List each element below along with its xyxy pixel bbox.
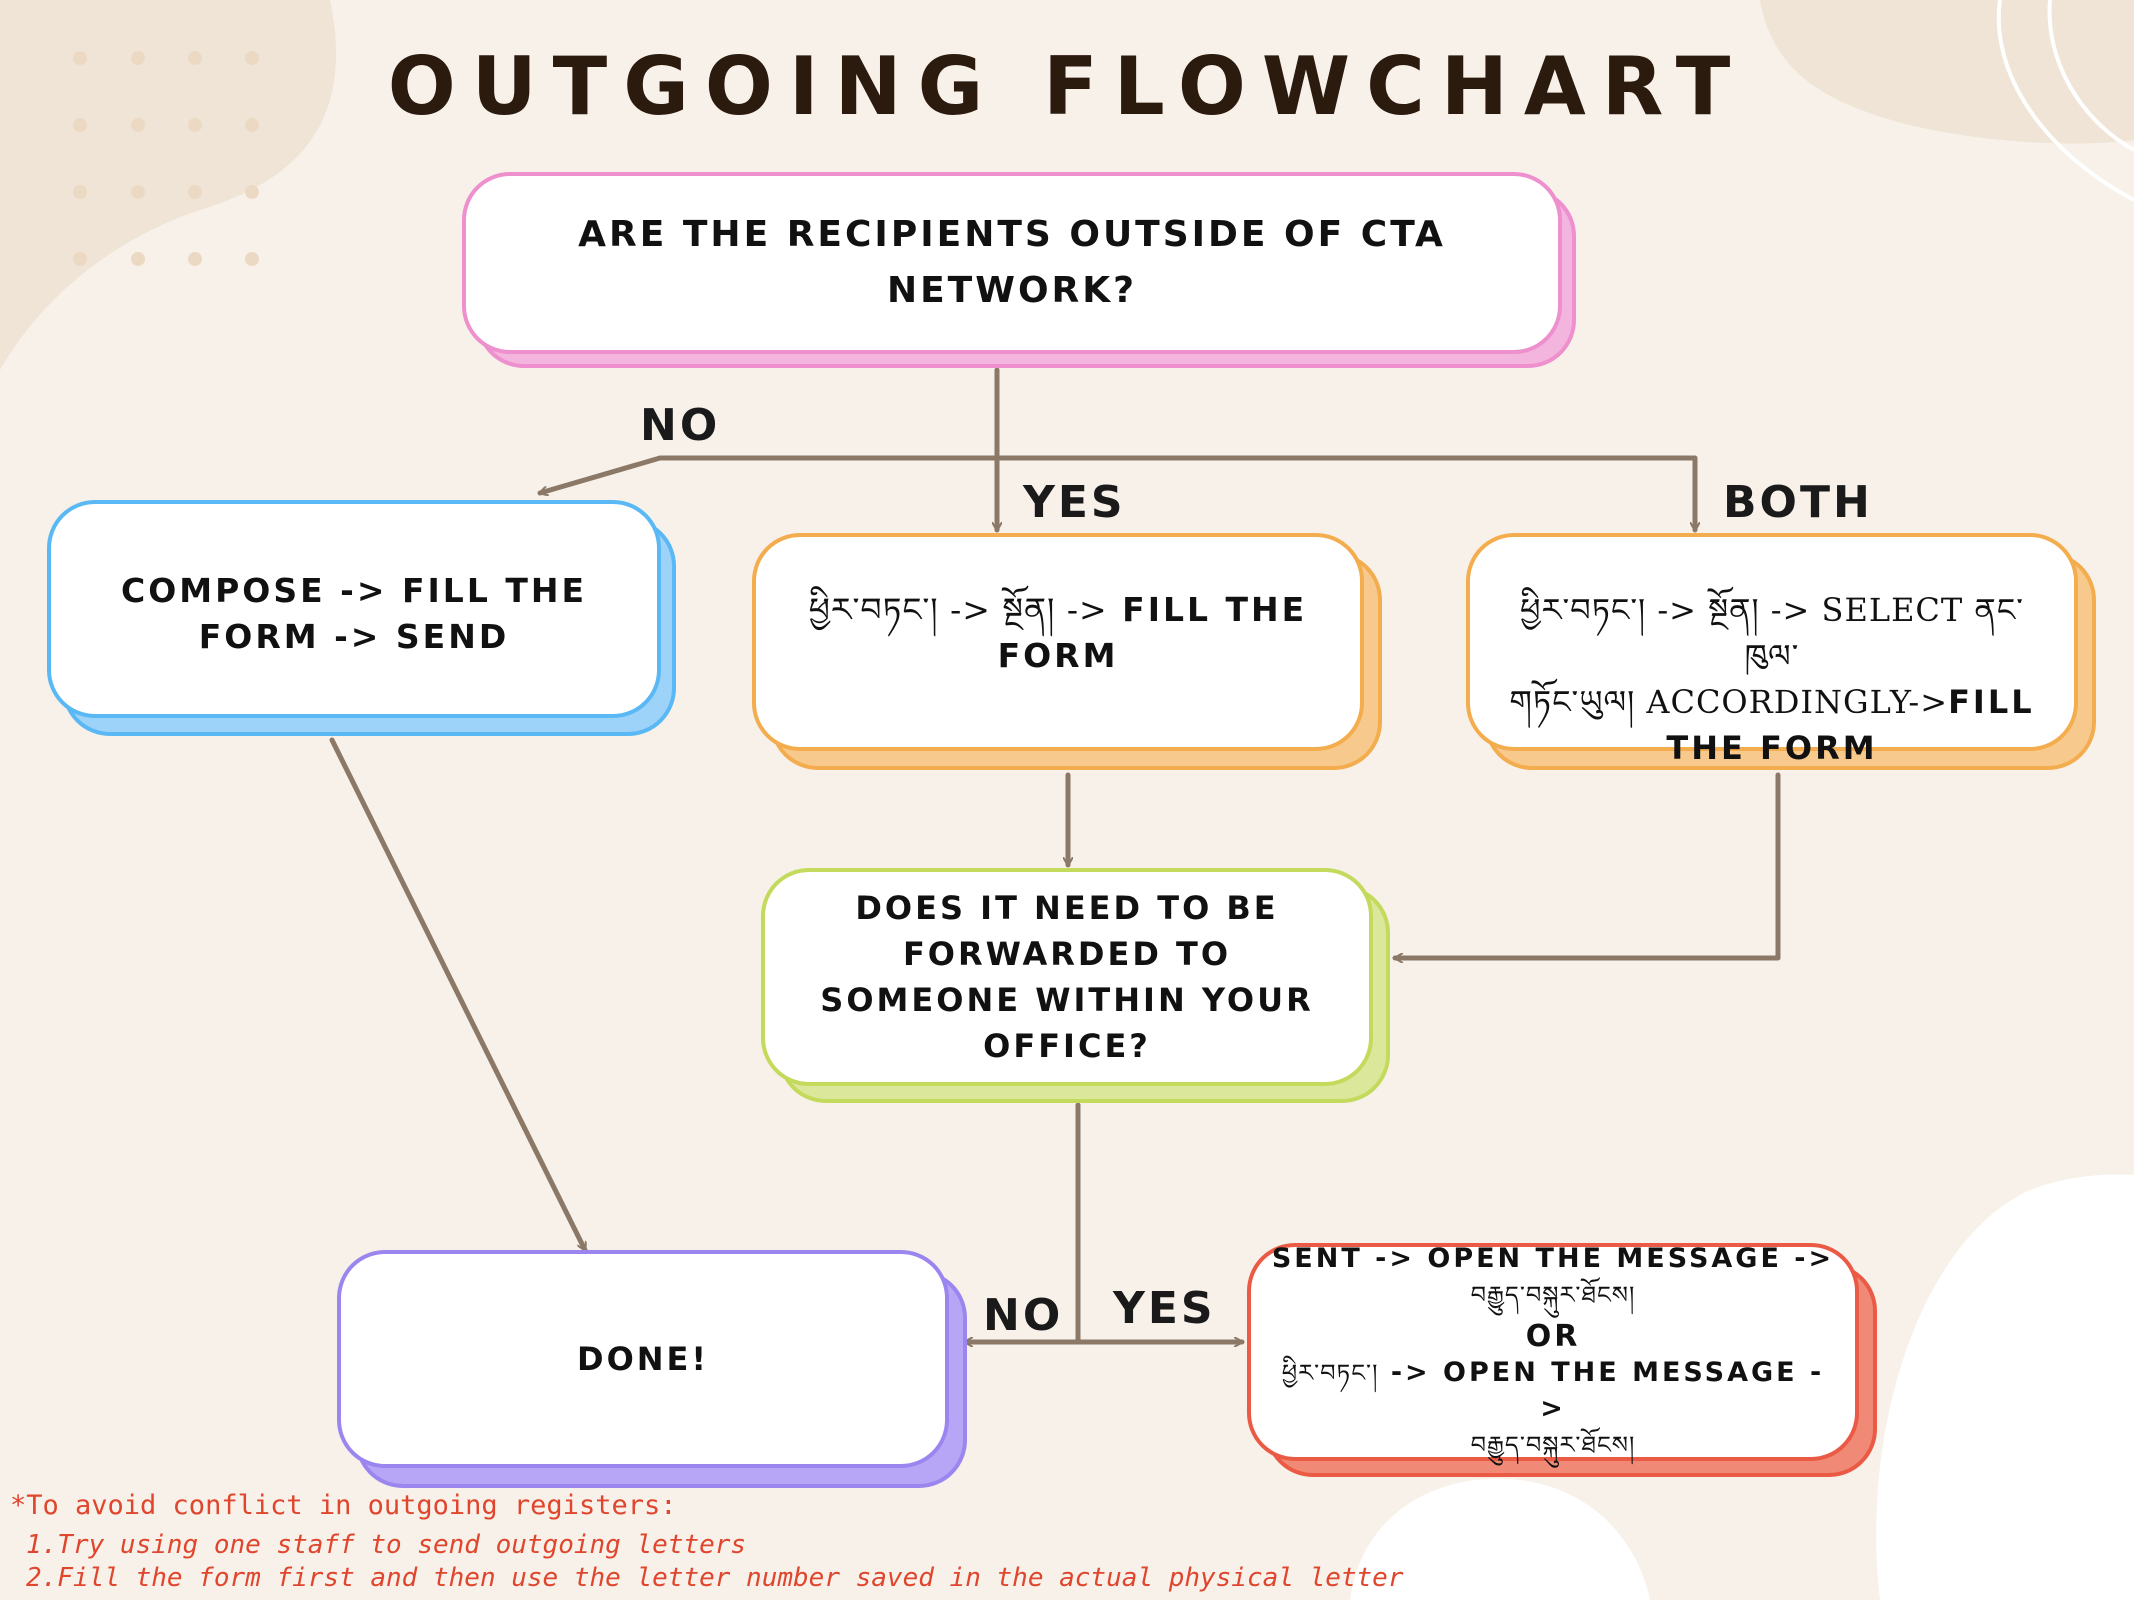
arrow-compose-to-done: [329, 737, 588, 1250]
question-node: ARE THE RECIPIENTS OUTSIDE OF CTA NETWOR…: [462, 172, 1562, 354]
label-yes-top: YES: [1023, 477, 1126, 528]
forward-steps-line1: SENT -> OPEN THE MESSAGE ->: [1271, 1243, 1835, 1274]
forward-steps-line2: བརྒྱུད་བསྐུར་ཐོངས།: [1470, 1281, 1636, 1309]
forward-steps-node: SENT -> OPEN THE MESSAGE -> བརྒྱུད་བསྐུར…: [1247, 1243, 1859, 1461]
both-node: ཕྱིར་བཏང་། -> སྔོན། -> SELECT ནང་ཁུལ་ གཏ…: [1466, 533, 2078, 767]
compose-node: COMPOSE -> FILL THE FORM -> SEND: [47, 500, 661, 718]
forward-steps-or: OR: [1525, 1319, 1581, 1354]
both-node-line2: གཏོང་ཡུལ། ACCORDINGLY->FILL: [1509, 679, 2034, 725]
yes-node: ཕྱིར་བཏང་། -> སྔོན། -> FILL THE FORM: [752, 533, 1364, 751]
both-node-line3: THE FORM: [1666, 729, 1878, 767]
done-node-text: DONE!: [577, 1340, 709, 1378]
compose-node-text: COMPOSE -> FILL THE FORM -> SEND: [120, 571, 588, 656]
note-item-1: 1.Try using one staff to send outgoing l…: [26, 1530, 747, 1560]
note-item-2: 2.Fill the form first and then use the l…: [26, 1563, 1404, 1593]
both-node-line2-bold: FILL: [1948, 683, 2035, 721]
label-no-bottom: NO: [983, 1290, 1064, 1341]
forward-steps-line3: ཕྱིར་བཏང་། -> OPEN THE MESSAGE ->: [1271, 1355, 1835, 1427]
page-title: OUTGOING FLOWCHART: [387, 40, 1747, 133]
label-yes-bottom: YES: [1113, 1283, 1216, 1334]
yes-node-bold: FILL THE: [1122, 590, 1308, 629]
label-no-top: NO: [640, 400, 721, 451]
done-node: DONE!: [337, 1250, 949, 1468]
question-node-text: ARE THE RECIPIENTS OUTSIDE OF CTA NETWOR…: [578, 214, 1446, 311]
both-node-line1: ཕྱིར་བཏང་། -> སྔོན། -> SELECT ནང་ཁུལ་: [1520, 591, 2024, 675]
forward-question-node: DOES IT NEED TO BE FORWARDED TO SOMEONE …: [761, 868, 1373, 1086]
forward-steps-line4: བརྒྱུད་བསྐུར་ཐོངས།: [1470, 1431, 1636, 1459]
both-node-line2-normal: གཏོང་ཡུལ། ACCORDINGLY->: [1509, 683, 1949, 721]
forward-steps-line3-text: -> OPEN THE MESSAGE ->: [1390, 1357, 1825, 1424]
arrow-both-branch: [994, 455, 1695, 533]
note-heading: *To avoid conflict in outgoing registers…: [10, 1490, 677, 1521]
yes-node-line2: FORM: [997, 636, 1119, 675]
yes-node-tibetan: ཕྱིར་བཏང་། -> སྔོན། ->: [808, 590, 1108, 629]
forward-question-text: DOES IT NEED TO BE FORWARDED TO SOMEONE …: [820, 889, 1314, 1065]
arrow-both-to-forward: [1392, 772, 1781, 958]
yes-node-line1: ཕྱིར་བཏང་། -> སྔོན། -> FILL THE: [809, 587, 1307, 633]
forward-steps-tibetan: ཕྱིར་བཏང་།: [1281, 1359, 1379, 1387]
label-both: BOTH: [1723, 477, 1873, 528]
arrow-no-branch: [540, 455, 1000, 493]
